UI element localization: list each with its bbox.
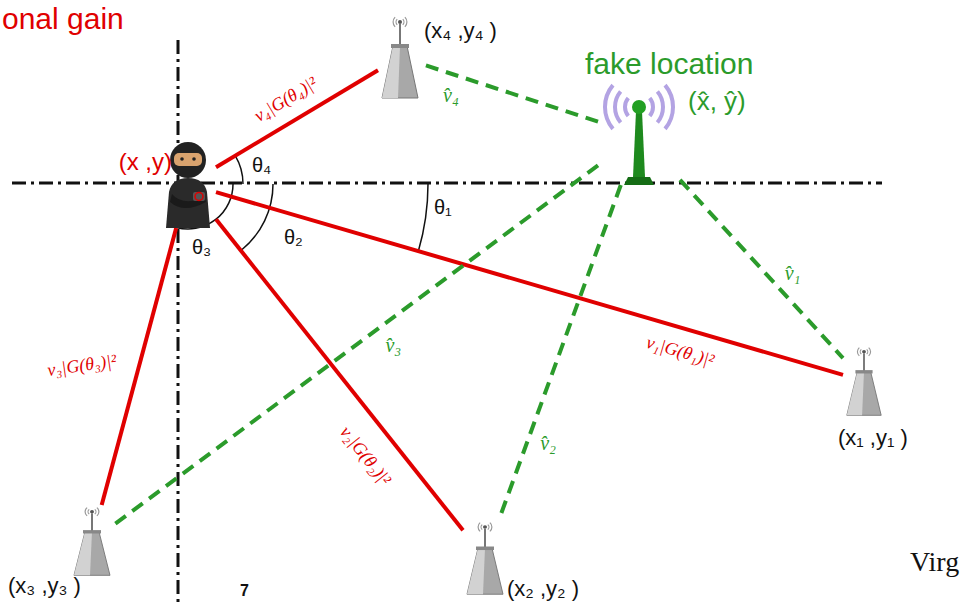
attacker-eye xyxy=(192,157,196,161)
angle-label: θ₄ xyxy=(250,154,273,177)
tower-body xyxy=(467,548,503,594)
tower-body xyxy=(74,532,110,576)
tower-highlight xyxy=(74,532,92,576)
radio-wave xyxy=(481,525,482,530)
radio-wave xyxy=(490,523,492,532)
transmitter-pole xyxy=(633,111,645,177)
directional-antenna-mark xyxy=(195,193,203,201)
coordinate-label: fake location xyxy=(585,47,753,82)
angle-arc xyxy=(235,156,243,184)
radio-wave xyxy=(860,349,861,354)
radio-wave xyxy=(405,17,407,27)
base-station: (x₄ ,y₄ ) xyxy=(378,14,422,100)
slide-heading: onal gain xyxy=(2,2,124,37)
radio-wave xyxy=(605,85,613,129)
attacker-eye xyxy=(180,157,184,161)
radio-wave xyxy=(615,92,621,123)
radio-wave xyxy=(488,525,489,530)
fake-signal-line xyxy=(422,64,598,121)
node-icon xyxy=(843,345,885,417)
radio-wave xyxy=(657,92,663,123)
coordinate-label: (x₄ ,y₄ ) xyxy=(424,18,497,43)
attacker-face xyxy=(174,153,202,166)
signal-line xyxy=(216,70,378,167)
tower-body xyxy=(382,46,418,98)
signal-strength-label: v̂₂ xyxy=(538,432,558,454)
antenna-rod xyxy=(863,353,865,371)
footer-text: Virg xyxy=(910,546,959,578)
signal-strength-label: v₄|G(θ₄)|² xyxy=(249,72,322,127)
node-icon xyxy=(598,85,680,185)
antenna-tip xyxy=(90,510,94,513)
radio-wave xyxy=(867,349,868,354)
signal-strength-label: v₂|G(θ₂)|² xyxy=(335,421,396,491)
signal-strength-label: v̂₃ xyxy=(383,334,403,356)
fake-signal-line xyxy=(114,165,598,524)
node-icon xyxy=(463,520,507,596)
angle-label: θ₃ xyxy=(190,236,213,259)
antenna-rod xyxy=(484,529,486,548)
radio-wave xyxy=(97,508,99,516)
coordinate-label: (x₁ ,y₁ ) xyxy=(838,425,908,450)
antenna-tip xyxy=(483,525,487,529)
attacker-node: (x ,y) xyxy=(160,140,216,228)
attacker-body xyxy=(166,178,210,228)
slide-number: 7 xyxy=(240,582,249,600)
tower-cap xyxy=(83,530,101,533)
tower-body xyxy=(847,372,881,416)
radio-wave xyxy=(393,17,395,27)
transmitter-base xyxy=(624,177,654,185)
base-station: (x₃ ,y₃ ) xyxy=(70,505,114,577)
radio-wave xyxy=(85,508,87,516)
tower-cap xyxy=(476,547,494,551)
y-axis xyxy=(177,40,180,602)
node-icon xyxy=(378,14,422,100)
tower-highlight xyxy=(467,548,485,594)
angle-label: θ₂ xyxy=(282,226,305,249)
tower-highlight xyxy=(382,46,400,98)
fake-signal-line xyxy=(680,180,843,358)
coordinate-label: (x̂, ŷ) xyxy=(688,87,746,117)
base-station: (x₁ ,y₁ ) xyxy=(843,345,885,417)
signal-line xyxy=(216,192,843,375)
radio-wave xyxy=(869,348,871,356)
signal-strength-label: v̂₁ xyxy=(783,262,803,284)
angle-arc xyxy=(418,184,428,251)
signal-line xyxy=(216,219,463,530)
coordinate-label: (x ,y) xyxy=(119,148,172,176)
signal-strength-label: v̂₄ xyxy=(441,84,461,106)
radio-wave xyxy=(857,348,859,356)
angle-label: θ₁ xyxy=(432,196,454,219)
tower-cap xyxy=(391,44,409,48)
radio-wave xyxy=(396,19,397,25)
antenna-rod xyxy=(399,24,401,46)
antenna-tip xyxy=(862,350,866,353)
radio-wave xyxy=(88,509,89,514)
tower-cap xyxy=(855,370,872,373)
radio-wave xyxy=(650,98,653,116)
angle-arc xyxy=(241,184,273,251)
antenna-rod xyxy=(91,513,93,531)
radio-wave xyxy=(625,98,628,116)
signal-strength-label: v₁|G(θ₁)|² xyxy=(641,332,717,372)
radio-wave xyxy=(478,523,480,532)
radio-wave xyxy=(95,509,96,514)
transmitter-head xyxy=(632,100,646,114)
radio-wave xyxy=(665,85,673,129)
base-station: (x₂ ,y₂ ) xyxy=(463,520,507,596)
fake-transmitter: fake location(x̂, ŷ) xyxy=(598,85,680,185)
fake-signal-line xyxy=(499,185,621,520)
x-axis xyxy=(12,182,882,185)
signal-strength-label: v₃|G(θ₃)|² xyxy=(44,351,120,381)
coordinate-label: (x₃ ,y₃ ) xyxy=(8,573,81,598)
attacker-device xyxy=(193,192,205,201)
tower-highlight xyxy=(847,372,864,416)
coordinate-label: (x₂ ,y₂ ) xyxy=(507,576,579,601)
attacker-head xyxy=(170,142,206,178)
node-icon xyxy=(70,505,114,577)
antenna-tip xyxy=(398,20,402,24)
radio-wave xyxy=(403,19,404,25)
